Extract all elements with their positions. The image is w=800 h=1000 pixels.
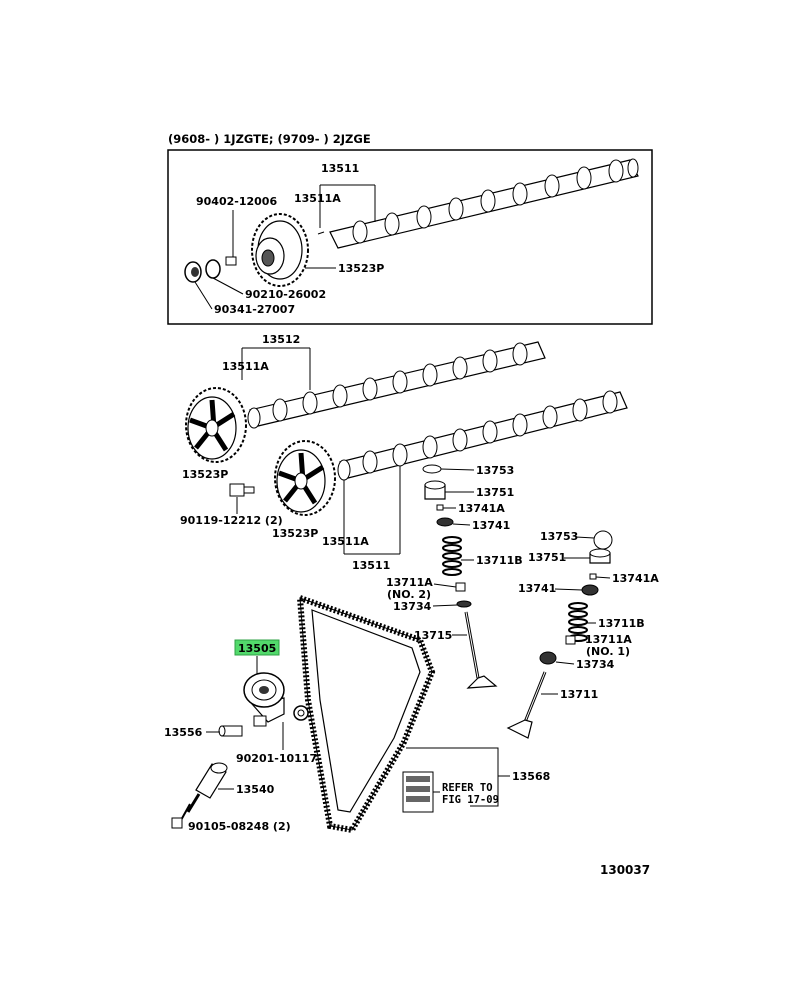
label-13511a-low: 13511A — [322, 535, 369, 548]
label-13511-top: 13511 — [321, 162, 359, 175]
label-13711a-a-note: (NO. 2) — [387, 588, 431, 601]
camshaft-top — [329, 158, 639, 249]
label-13556: 13556 — [164, 726, 203, 739]
label-13512: 13512 — [262, 333, 300, 346]
vvt-gear — [251, 213, 309, 287]
label-90105: 90105-08248 (2) — [188, 820, 291, 833]
label-13741-b: 13741 — [518, 582, 556, 595]
spring-13711b-a — [442, 536, 462, 576]
label-13741-a: 13741 — [472, 519, 510, 532]
label-13711a-b-note: (NO. 1) — [586, 645, 630, 658]
timing-belt-13568 — [296, 593, 436, 834]
refer-text-line1: REFER TO — [442, 782, 493, 794]
cam-pulley-lower — [274, 440, 336, 516]
label-90119: 90119-12212 (2) — [180, 514, 283, 527]
label-13511a-top: 13511A — [294, 192, 341, 205]
valve-13715 — [464, 611, 498, 689]
refer-text-line2: FIG 17-09 — [442, 794, 499, 806]
label-13711a-a: 13711A — [386, 576, 433, 589]
label-13734-b: 13734 — [576, 658, 615, 671]
label-13711a-b: 13711A — [585, 633, 632, 646]
diagram-code: 130037 — [600, 863, 650, 877]
label-13505[interactable]: 13505 — [238, 642, 276, 655]
label-13523p-left: 13523P — [182, 468, 228, 481]
label-13715: 13715 — [414, 629, 452, 642]
seal-13734-b — [539, 651, 557, 665]
retainer-13741-a — [436, 517, 454, 527]
seat-13711a-a — [455, 582, 466, 592]
label-13523p-mid: 13523P — [272, 527, 318, 540]
label-13511a-mid: 13511A — [222, 360, 269, 373]
bolt-90119 — [229, 483, 255, 497]
camshaft-lower — [337, 390, 628, 481]
label-13741a-b: 13741A — [612, 572, 659, 585]
oring-90210 — [205, 259, 221, 279]
part-highlight-13505[interactable] — [234, 639, 280, 656]
label-13568: 13568 — [512, 770, 550, 783]
tensioner-pulley-13505 — [243, 672, 285, 727]
cam-pulley-upper — [185, 387, 247, 463]
bolt-13556 — [218, 725, 243, 737]
label-90402: 90402-12006 — [196, 195, 277, 208]
label-13511-low: 13511 — [352, 559, 390, 572]
keeper-13741a-b — [589, 573, 597, 580]
camshaft-upper — [247, 341, 546, 429]
plug-90402 — [225, 256, 237, 266]
valve-13711 — [506, 671, 547, 739]
label-13734-a: 13734 — [393, 600, 432, 613]
label-13753-a: 13753 — [476, 464, 514, 477]
retainer-13741-b — [581, 584, 599, 596]
label-13711b-a: 13711B — [476, 554, 523, 567]
shim-13753-a — [422, 464, 442, 474]
label-13540: 13540 — [236, 783, 275, 796]
label-13741a-a: 13741A — [458, 502, 505, 515]
spring-13711b-b — [568, 602, 588, 642]
label-13711: 13711 — [560, 688, 598, 701]
label-13751-a: 13751 — [476, 486, 514, 499]
shim-13753-b — [593, 530, 613, 550]
label-13751-b: 13751 — [528, 551, 566, 564]
label-90210: 90210-26002 — [245, 288, 326, 301]
refer-figure-icon — [402, 771, 434, 813]
applicability-header: (9608- ) 1JZGTE; (9709- ) 2JZGE — [168, 132, 371, 146]
seat-13711a-b — [565, 635, 576, 645]
keeper-13741a-a — [436, 504, 444, 511]
label-90201: 90201-10117 — [236, 752, 317, 765]
bolt-90105 — [171, 803, 191, 829]
variant-box — [167, 149, 653, 325]
label-90341: 90341-27007 — [214, 303, 295, 316]
seal-13734-a — [456, 600, 472, 608]
label-13523p-top: 13523P — [338, 262, 384, 275]
label-13711b-b: 13711B — [598, 617, 645, 630]
label-13753-b: 13753 — [540, 530, 578, 543]
damper-13540 — [186, 762, 228, 813]
